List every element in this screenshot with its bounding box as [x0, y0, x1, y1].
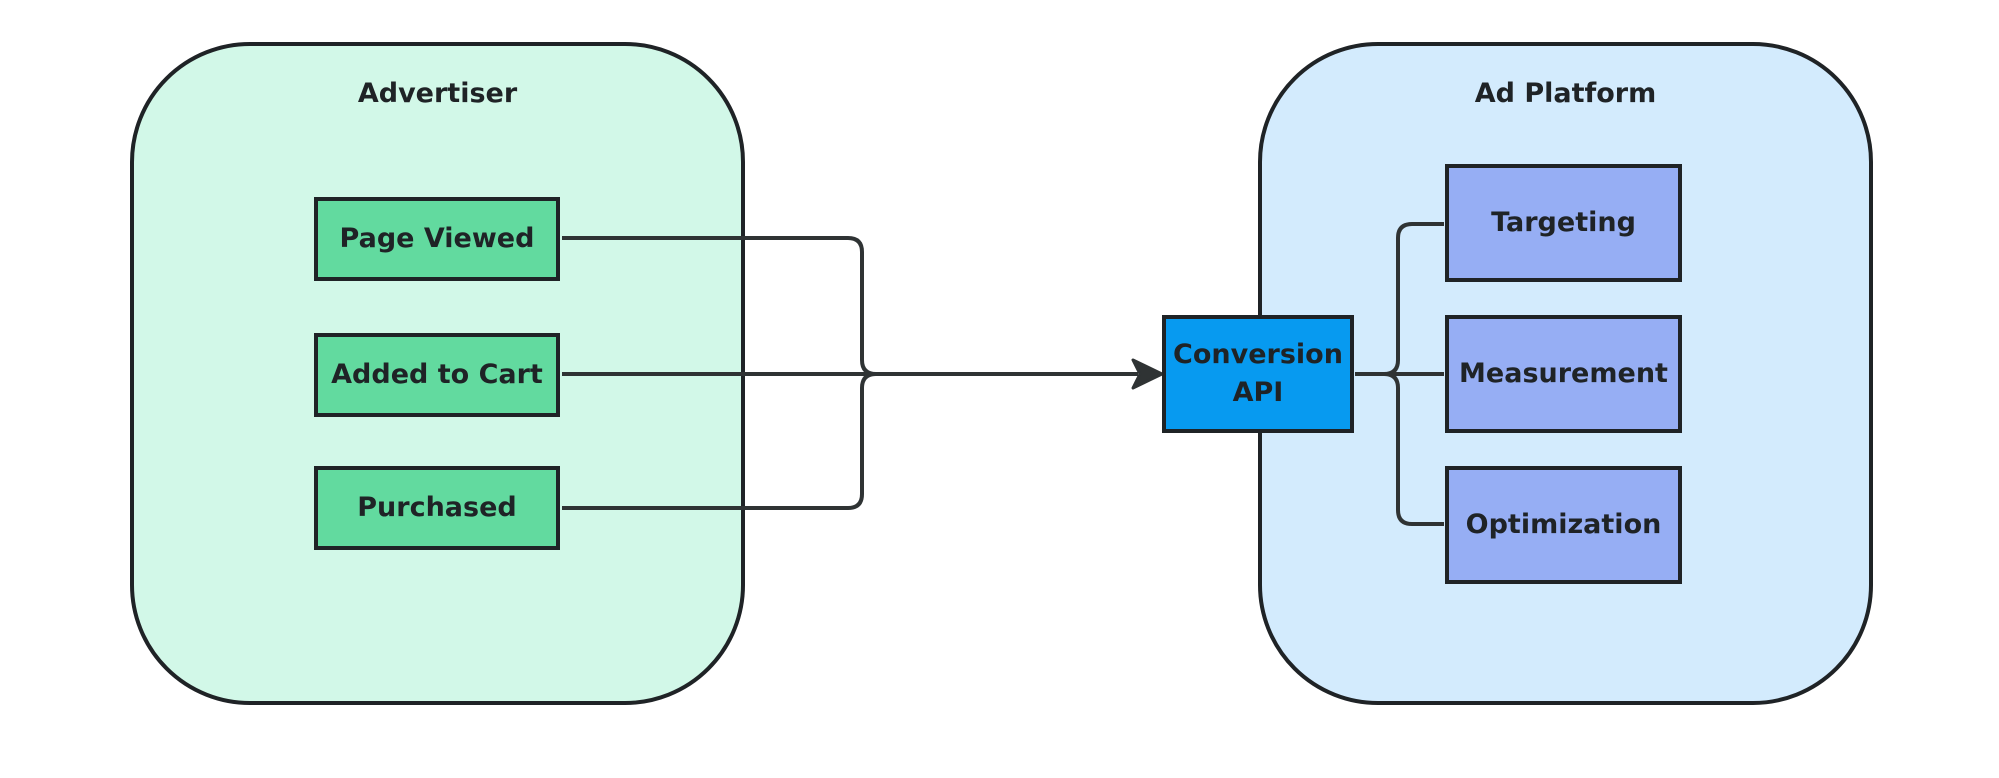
node-conversion-api-line1: Conversion — [1173, 339, 1343, 370]
node-purchased-label: Purchased — [357, 492, 517, 523]
node-optimization-label: Optimization — [1465, 509, 1662, 540]
edge-api-to-optimization — [1355, 372, 1444, 526]
node-targeting-label: Targeting — [1491, 207, 1636, 238]
node-measurement: Measurement — [1445, 315, 1682, 433]
ad-platform-title: Ad Platform — [1474, 78, 1657, 109]
advertiser-title: Advertiser — [357, 78, 518, 109]
node-added-to-cart-label: Added to Cart — [331, 359, 543, 390]
edge-purchased — [562, 372, 877, 510]
edge-page-viewed — [562, 236, 877, 376]
node-conversion-api: Conversion API — [1162, 315, 1354, 433]
node-added-to-cart: Added to Cart — [314, 333, 560, 417]
node-measurement-label: Measurement — [1459, 358, 1668, 389]
arrowhead-icon — [1131, 358, 1164, 390]
node-optimization: Optimization — [1445, 466, 1682, 584]
node-purchased: Purchased — [314, 466, 560, 550]
node-targeting: Targeting — [1445, 164, 1682, 282]
edge-api-to-targeting — [1355, 222, 1444, 376]
node-page-viewed-label: Page Viewed — [339, 223, 535, 254]
node-conversion-api-line2: API — [1232, 377, 1284, 408]
node-page-viewed: Page Viewed — [314, 197, 560, 281]
